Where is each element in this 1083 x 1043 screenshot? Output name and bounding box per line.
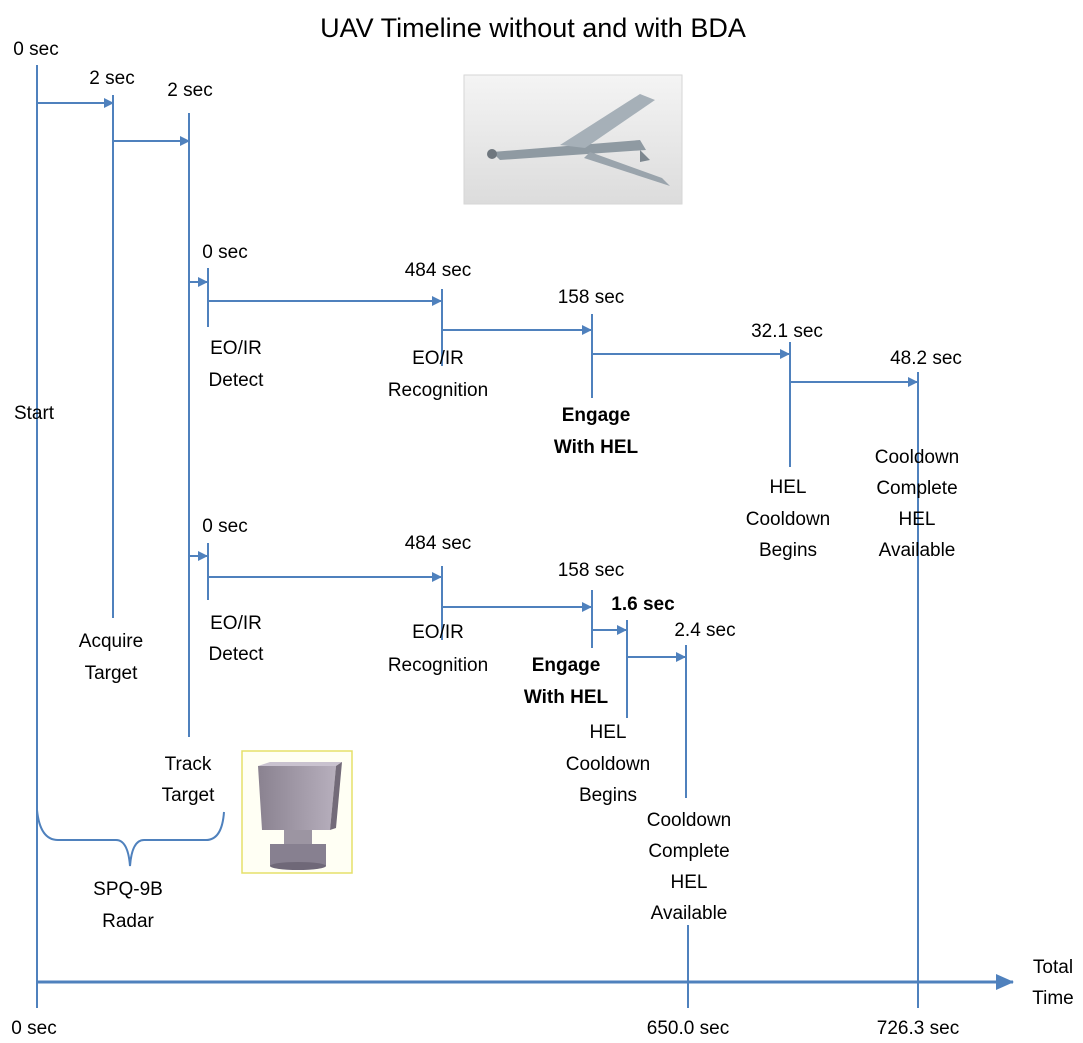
p1-detect-line-1: EO/IR xyxy=(210,338,262,359)
axis-label-line-1: Total xyxy=(1033,957,1073,978)
track-label-line-1: Track xyxy=(165,754,212,775)
p2-engage-line-1: Engage xyxy=(532,655,601,676)
p1-recognition-line-1: EO/IR xyxy=(412,348,464,369)
p2-cooldown-complete-line-4: Available xyxy=(651,903,728,924)
p1-cooldown-complete-line-3: HEL xyxy=(899,509,936,530)
track-time-label: 2 sec xyxy=(167,80,212,101)
track-label-line-2: Target xyxy=(162,785,216,806)
p2-detect-time: 0 sec xyxy=(202,516,247,537)
acquire-label-line-2: Target xyxy=(85,663,139,684)
radar-antenna-image xyxy=(242,751,352,873)
p2-cooldown-complete-line-1: Cooldown xyxy=(647,810,732,831)
p2-cooldown-begin-line-3: Begins xyxy=(579,785,637,806)
p2-cooldown-complete-line-2: Complete xyxy=(648,841,729,862)
p2-cooldown-begin-time: 1.6 sec xyxy=(611,594,675,615)
p1-detect-line-2: Detect xyxy=(209,370,265,391)
acquire-label-line-1: Acquire xyxy=(79,631,143,652)
p2-recognition-line-1: EO/IR xyxy=(412,622,464,643)
p1-cooldown-begin-time: 32.1 sec xyxy=(751,321,823,342)
p1-engage-line-1: Engage xyxy=(562,405,631,426)
p2-cooldown-begin-line-1: HEL xyxy=(590,722,627,743)
p1-detect-time: 0 sec xyxy=(202,242,247,263)
p1-recognition-line-2: Recognition xyxy=(388,380,488,401)
p1-cooldown-complete-line-2: Complete xyxy=(876,478,957,499)
p2-engage-line-2: With HEL xyxy=(524,687,609,708)
radar-label-line-1: SPQ-9B xyxy=(93,879,163,900)
p2-engage-time: 158 sec xyxy=(558,560,625,581)
p1-cooldown-complete-time: 48.2 sec xyxy=(890,348,962,369)
axis-total-2-label: 726.3 sec xyxy=(877,1018,959,1039)
p2-cooldown-complete-time: 2.4 sec xyxy=(674,620,735,641)
p1-recognition-time: 484 sec xyxy=(405,260,472,281)
p2-recognition-time: 484 sec xyxy=(405,533,472,554)
p2-recognition-line-2: Recognition xyxy=(388,655,488,676)
p2-cooldown-complete-line-3: HEL xyxy=(671,872,708,893)
axis-start-label: 0 sec xyxy=(11,1018,56,1039)
diagram-title: UAV Timeline without and with BDA xyxy=(320,13,746,43)
p1-cooldown-begin-line-3: Begins xyxy=(759,540,817,561)
p2-cooldown-begin-line-2: Cooldown xyxy=(566,754,651,775)
p1-cooldown-begin-line-1: HEL xyxy=(770,477,807,498)
p2-detect-line-1: EO/IR xyxy=(210,613,262,634)
start-label: Start xyxy=(14,403,55,424)
p1-cooldown-complete-line-1: Cooldown xyxy=(875,447,960,468)
start-time-label: 0 sec xyxy=(13,39,58,60)
p2-detect-line-2: Detect xyxy=(209,644,265,665)
p1-cooldown-complete-line-4: Available xyxy=(879,540,956,561)
acquire-time-label: 2 sec xyxy=(89,68,134,89)
p1-cooldown-begin-line-2: Cooldown xyxy=(746,509,831,530)
radar-brace xyxy=(37,810,224,866)
radar-label-line-2: Radar xyxy=(102,911,154,932)
axis-label-line-2: Time xyxy=(1032,988,1074,1009)
uav-aircraft-image xyxy=(464,75,682,204)
p1-engage-line-2: With HEL xyxy=(554,437,639,458)
axis-total-1-label: 650.0 sec xyxy=(647,1018,729,1039)
p1-engage-time: 158 sec xyxy=(558,287,625,308)
